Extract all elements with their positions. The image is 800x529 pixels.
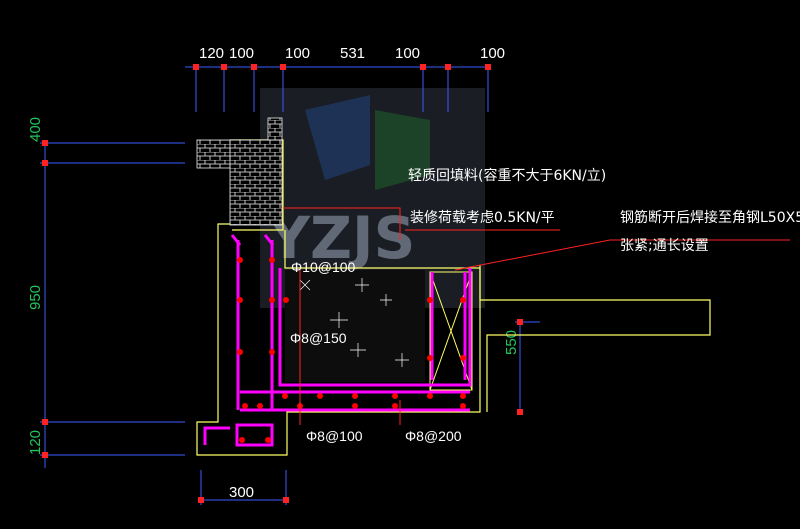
dim-bottom: 300 bbox=[229, 484, 254, 501]
dim-top-5: 100 bbox=[395, 45, 420, 62]
dim-top-4: 531 bbox=[340, 45, 365, 62]
note-backfill: 轻质回填料(容重不大于6KN/立) bbox=[408, 167, 606, 184]
dim-left-3: 120 bbox=[27, 430, 44, 455]
dim-left-1: 400 bbox=[27, 117, 44, 142]
dim-top-3: 100 bbox=[285, 45, 310, 62]
backfill-zone bbox=[285, 270, 425, 382]
brick-top bbox=[267, 117, 283, 141]
note-steel-1: 钢筋断开后焊接至角钢L50X5 bbox=[620, 209, 800, 226]
dim-right: 550 bbox=[503, 330, 520, 355]
brick-cap bbox=[196, 139, 234, 169]
rebar-label-wall-mid: Φ8@150 bbox=[290, 330, 347, 346]
note-steel-2: 张紧;通长设置 bbox=[620, 238, 709, 254]
note-decoration-load: 装修荷载考虑0.5KN/平 bbox=[410, 210, 555, 226]
rebar-label-wall-top: Φ10@100 bbox=[291, 259, 356, 275]
dim-left-2: 950 bbox=[27, 285, 44, 310]
dimension-lines bbox=[40, 66, 540, 505]
dim-top-2: 100 bbox=[229, 45, 254, 62]
dim-top-6: 100 bbox=[480, 45, 505, 62]
watermark-text: YZJS bbox=[267, 204, 415, 272]
dimension-ticks bbox=[42, 64, 523, 503]
dim-top-1: 120 bbox=[199, 45, 224, 62]
leader-lines bbox=[283, 207, 790, 425]
rebar-label-bottom-right: Φ8@200 bbox=[405, 428, 462, 444]
brick-wall bbox=[229, 139, 283, 226]
rebar-points bbox=[237, 257, 466, 443]
rebar-label-bottom-left: Φ8@100 bbox=[306, 428, 363, 444]
rebar-cage bbox=[203, 234, 472, 447]
